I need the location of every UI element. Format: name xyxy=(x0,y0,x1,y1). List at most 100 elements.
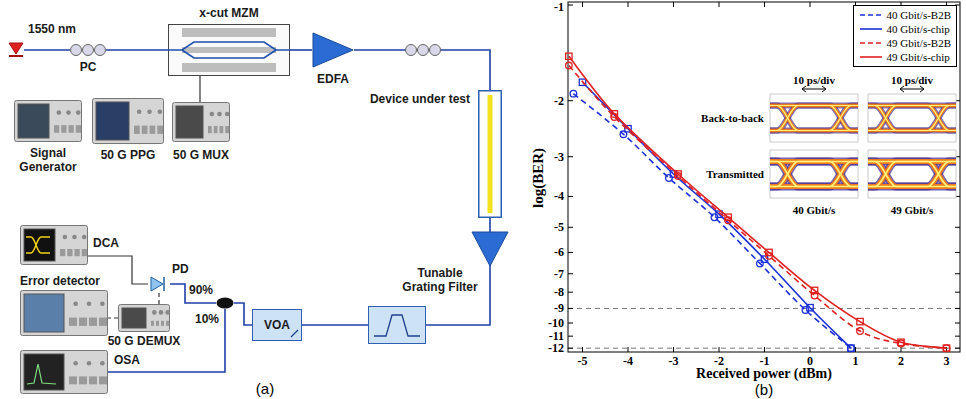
legend-text: 40 Gbit/s-chip xyxy=(887,23,950,35)
figure-part xyxy=(93,99,164,144)
component-label: Signal Generator xyxy=(13,146,83,174)
figure-part xyxy=(21,226,88,265)
legend-line xyxy=(860,42,882,44)
axis-tick xyxy=(810,2,811,7)
modulator-box-shape xyxy=(168,24,290,76)
axis-tick xyxy=(673,347,674,352)
axis-tick xyxy=(810,347,811,352)
figure-part xyxy=(61,125,66,133)
device-box: Device under test xyxy=(478,90,502,218)
data-marker xyxy=(611,111,617,117)
axis-tick-label: 1 xyxy=(853,354,859,368)
data-marker xyxy=(898,339,904,345)
component-label: PC xyxy=(70,60,106,74)
figure-part xyxy=(75,249,80,256)
figure-part xyxy=(176,106,203,138)
data-marker xyxy=(566,62,573,69)
figure-part xyxy=(157,126,163,134)
figure-part xyxy=(89,376,97,384)
axis-tick-label: -2 xyxy=(714,354,724,368)
eye-trace xyxy=(770,162,858,187)
data-cable xyxy=(108,317,118,318)
axis-tick xyxy=(764,2,765,7)
axis-tick xyxy=(568,308,573,309)
legend-row: 40 Gbit/s-B2B xyxy=(859,8,951,22)
figure-part xyxy=(119,305,170,332)
figure-part xyxy=(217,298,234,309)
figure-part xyxy=(72,235,77,240)
axis-tick xyxy=(855,347,856,352)
figure-part xyxy=(87,361,92,366)
axis-tick-label: -1 xyxy=(554,0,564,14)
data-marker xyxy=(943,345,949,351)
figure-part xyxy=(21,351,108,394)
axis-tick xyxy=(955,336,960,337)
component-label: EDFA xyxy=(306,72,360,86)
figure-part xyxy=(182,63,276,72)
fiber-link xyxy=(354,50,490,90)
legend-line xyxy=(860,56,882,58)
axis-tick xyxy=(628,347,629,352)
figure-part xyxy=(374,315,420,336)
eye-trace xyxy=(868,106,956,131)
figure-part xyxy=(225,112,230,117)
figure-part xyxy=(82,235,87,240)
axis-tick xyxy=(719,347,720,352)
eye-trace xyxy=(868,162,956,187)
eye-trace xyxy=(868,162,956,187)
eye-trace xyxy=(770,162,858,187)
figure-part xyxy=(71,45,82,56)
fiber-link xyxy=(170,284,216,303)
figure-part xyxy=(217,112,222,117)
eye-diagram xyxy=(770,94,858,142)
axis-tick xyxy=(955,323,960,324)
component-label: Device under test xyxy=(360,92,470,106)
coupler-symbol: 90%10% xyxy=(216,297,234,309)
eye-trace xyxy=(868,162,956,187)
axis-tick-label: -11 xyxy=(549,329,564,343)
figure-part xyxy=(313,33,353,67)
axis-tick-label: -4 xyxy=(623,354,633,368)
legend-text: 40 Gbit/s-B2B xyxy=(887,9,951,21)
figure-part xyxy=(24,229,55,261)
amplifier-symbol-shape xyxy=(312,32,354,68)
axis-tick xyxy=(568,196,573,197)
axis-tick-label: -4 xyxy=(554,189,564,203)
figure-part xyxy=(168,42,290,58)
axis-title: Received power (dBm) xyxy=(696,366,832,381)
electrical-cable xyxy=(199,76,200,102)
instrument-box-shape xyxy=(14,100,82,142)
data-marker xyxy=(857,318,863,324)
modulator-box: x-cut MZM xyxy=(168,24,290,76)
fiber-link xyxy=(290,49,312,51)
instrument-box: 50 G PPG xyxy=(92,98,164,144)
axis-tick xyxy=(955,252,960,253)
axis-tick xyxy=(673,2,674,7)
eye-trace xyxy=(868,106,956,131)
axis-tick-label: -12 xyxy=(548,341,564,355)
axis-tick xyxy=(568,273,573,274)
legend-sample xyxy=(859,53,883,61)
figure-part xyxy=(69,318,77,326)
port-ratio: 90% xyxy=(189,283,213,297)
figure-part xyxy=(210,112,215,117)
figure-part xyxy=(161,321,164,326)
eye-trace xyxy=(868,162,956,187)
figure-part xyxy=(369,307,426,344)
legend-sample xyxy=(859,39,883,47)
data-marker xyxy=(570,90,577,97)
axis-tick xyxy=(955,273,960,274)
axis-tick xyxy=(568,227,573,228)
figure-part xyxy=(54,125,59,133)
filter-box-shape xyxy=(368,306,426,344)
polarization-controller-shape xyxy=(70,42,106,58)
figure-part xyxy=(163,277,165,291)
axis-tick xyxy=(568,292,573,293)
legend-sample xyxy=(859,25,883,33)
axis-tick xyxy=(955,308,960,309)
eye-trace xyxy=(868,106,956,131)
eye-trace xyxy=(868,162,956,187)
figure-part xyxy=(69,376,77,384)
data-marker xyxy=(857,328,864,335)
instrument-box-shape xyxy=(20,350,108,394)
